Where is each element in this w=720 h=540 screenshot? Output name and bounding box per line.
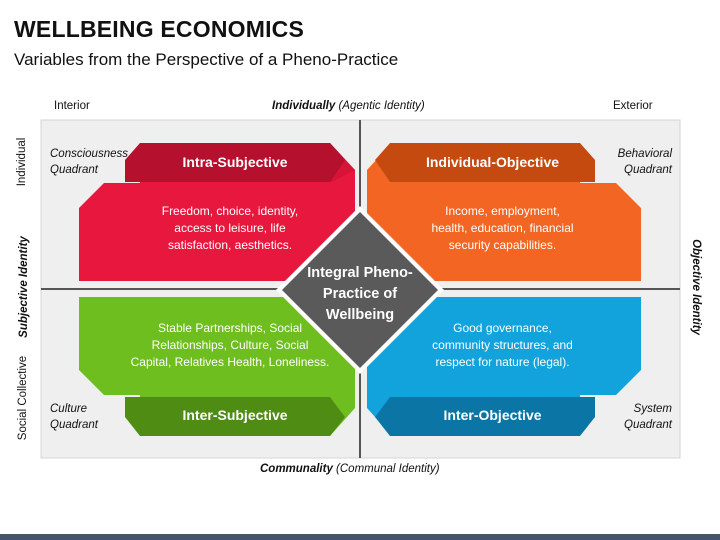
text-line: Good governance, — [453, 321, 552, 335]
center-diamond — [282, 212, 438, 368]
text-line: Income, employment, — [445, 204, 560, 218]
axis-label-bottom-rest: (Communal Identity) — [332, 463, 440, 475]
text-individual-objective: Income, employment, health, education, f… — [385, 203, 620, 254]
text-line: access to leisure, life — [174, 221, 286, 235]
title-inter-subjective: Inter-Subjective — [182, 407, 288, 423]
axis-label-top: Individually (Agentic Identity) — [272, 100, 425, 112]
center-line: Practice of — [322, 286, 398, 302]
tab-individual-objective — [375, 143, 595, 182]
quadrant-line: System — [633, 403, 672, 415]
text-line: community structures, and — [432, 338, 573, 352]
title-individual-objective: Individual-Objective — [425, 154, 560, 170]
center-line: Wellbeing — [325, 307, 395, 323]
quadrant-label-culture: Culture Quadrant — [50, 401, 98, 433]
quadrant-line: Consciousness — [50, 148, 128, 160]
title-intra-subjective: Intra-Subjective — [182, 154, 288, 170]
quadrant-line: Culture — [50, 403, 88, 415]
text-line: Relationships, Culture, Social — [151, 338, 309, 352]
quadrant-label-consciousness: Consciousness Quadrant — [50, 146, 128, 178]
quadrant-label-behavioral: Behavioral Quadrant — [600, 146, 672, 178]
text-line: satisfaction, aesthetics. — [167, 238, 293, 252]
text-line: Freedom, choice, identity, — [161, 204, 299, 218]
center-label: Integral Pheno- Practice of Wellbeing — [290, 263, 430, 326]
quadrant-line: Quadrant — [50, 164, 98, 176]
page-subtitle: Variables from the Perspective of a Phen… — [14, 50, 399, 69]
text-intra-subjective: Freedom, choice, identity, access to lei… — [115, 203, 345, 254]
axis-label-exterior: Exterior — [613, 100, 653, 112]
quadrant-line: Quadrant — [624, 164, 672, 176]
text-line: security capabilities. — [448, 238, 557, 252]
text-line: respect for nature (legal). — [435, 355, 570, 369]
center-line: Integral Pheno- — [307, 265, 413, 281]
tab-inter-subjective — [125, 397, 345, 436]
axis-label-bottom-bold: Communality — [260, 463, 333, 475]
quadrant-line: Behavioral — [617, 148, 672, 160]
page-title: WELLBEING ECONOMICS — [14, 16, 305, 42]
axis-label-bottom: Communality (Communal Identity) — [260, 463, 440, 475]
text-line: health, education, financial — [431, 221, 574, 235]
axis-label-top-bold: Individually — [272, 100, 336, 112]
tab-intra-subjective — [125, 143, 345, 182]
text-line: Stable Partnerships, Social — [157, 321, 303, 335]
axis-label-interior: Interior — [54, 100, 90, 112]
quadrant-line: Quadrant — [624, 419, 672, 431]
quadrant-label-system: System Quadrant — [600, 401, 672, 433]
text-inter-subjective: Stable Partnerships, Social Relationship… — [100, 320, 360, 371]
text-inter-objective: Good governance, community structures, a… — [390, 320, 615, 371]
bottom-bar — [0, 534, 720, 540]
quadrant-line: Quadrant — [50, 419, 98, 431]
title-inter-objective: Inter-Objective — [443, 407, 542, 423]
text-line: Capital, Relatives Health, Loneliness. — [130, 355, 330, 369]
tab-inter-objective — [375, 397, 595, 436]
axis-label-top-rest: (Agentic Identity) — [335, 100, 425, 112]
